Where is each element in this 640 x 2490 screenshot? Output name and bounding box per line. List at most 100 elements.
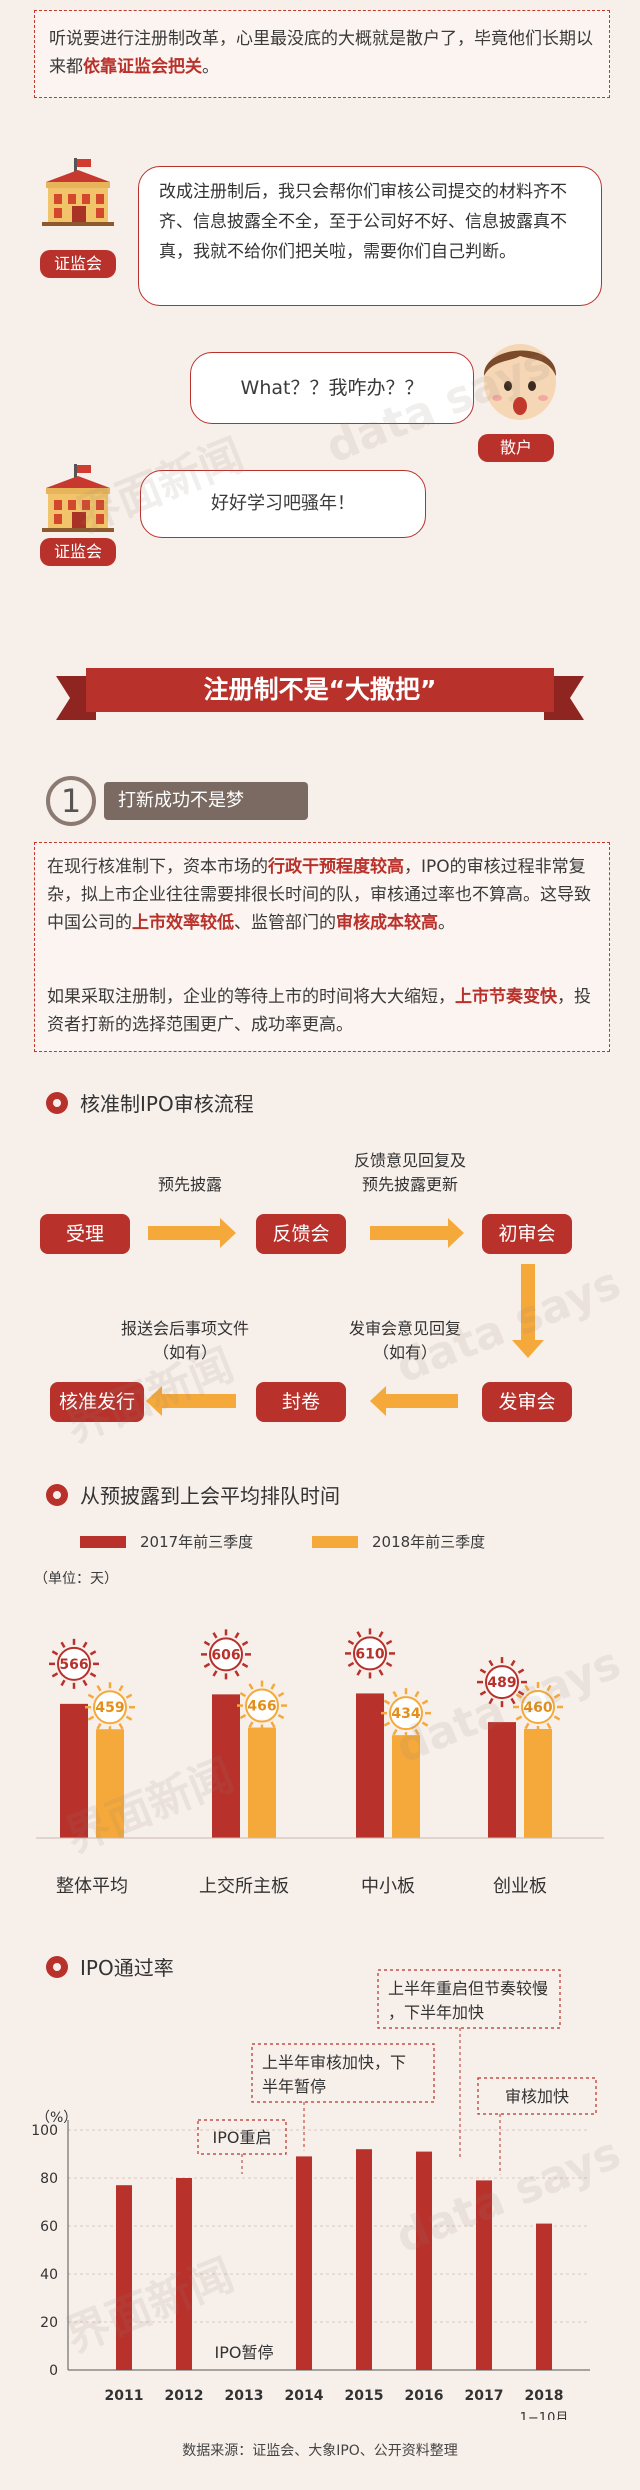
queue-badge-0-1 bbox=[209, 1637, 243, 1672]
csrc-label-2: 证监会 bbox=[40, 538, 116, 566]
annotation-2017-box bbox=[477, 2077, 597, 2115]
pass-rate-year-label-7: 2018 bbox=[525, 2388, 564, 2404]
source-note: 数据来源：证监会、大象IPO、公开资料整理 bbox=[182, 2443, 458, 2459]
pass-rate-bar-3 bbox=[296, 2156, 312, 2370]
pass-rate-year-sublabel-7: 1−10月 bbox=[520, 2411, 569, 2420]
section1-title: 打新成功不是梦 bbox=[104, 782, 308, 820]
queue-badge-ray bbox=[553, 1715, 561, 1721]
flow-arrows bbox=[146, 1218, 544, 1416]
queue-badge-ray bbox=[546, 1684, 552, 1692]
queue-category-label-1: 上交所主板 bbox=[199, 1876, 289, 1897]
legend-label-2018: 2018年前三季度 bbox=[372, 1533, 486, 1551]
queue-bar-0-3 bbox=[488, 1722, 516, 1838]
annotation-2016-line2: ，下半年加快 bbox=[388, 2003, 484, 2022]
queue-badge-ray bbox=[515, 1693, 523, 1699]
flow-step-feedback: 反馈会 bbox=[256, 1214, 346, 1254]
queue-badge-ray bbox=[270, 1721, 276, 1728]
section1-text-box: 在现行核准制下，资本市场的行政干预程度较高，IPO的审核过程非常复杂，拟上市企业… bbox=[34, 842, 610, 1052]
queue-badge-ray bbox=[203, 1640, 211, 1646]
flow-step-approve: 核准发行 bbox=[50, 1382, 144, 1422]
intro-text: 听说要进行注册制改革，心里最没底的大概就是散户了，毕竟他们长期以来都依靠证监会把… bbox=[49, 29, 593, 77]
pass-rate-ytick-label-2: 40 bbox=[40, 2267, 58, 2283]
queue-badge-ray bbox=[383, 1699, 391, 1705]
pass-rate-ytick-label-4: 80 bbox=[40, 2171, 58, 2187]
queue-data-label-0-3: 489 bbox=[487, 1675, 516, 1691]
pass-rate-year-label-0: 2011 bbox=[105, 2388, 144, 2404]
queue-badge-ray bbox=[421, 1721, 429, 1727]
pass-rate-bar-5 bbox=[416, 2151, 432, 2370]
flow-label-predisclosure: 预先披露 bbox=[157, 1175, 222, 1194]
queue-badge-ray bbox=[82, 1641, 88, 1649]
queue-badge-ray bbox=[378, 1631, 384, 1638]
investor-label: 散户 bbox=[478, 434, 554, 462]
section1-paragraph-1: 在现行核准制下，资本市场的行政干预程度较高，IPO的审核过程非常复杂，拟上市企业… bbox=[47, 853, 597, 937]
highlight-text: 行政干预程度较高 bbox=[268, 857, 404, 877]
pass-rate-bar-1 bbox=[176, 2178, 192, 2370]
queue-badge-ray bbox=[234, 1632, 240, 1639]
banner-ribbon: 注册制不是“大撒把” bbox=[56, 668, 584, 720]
queue-data-label-0-2: 610 bbox=[355, 1646, 384, 1662]
queue-data-label-0-1: 606 bbox=[211, 1647, 240, 1663]
queue-badge-1-0 bbox=[93, 1690, 127, 1725]
queue-badge-ray bbox=[212, 1632, 218, 1639]
pass-rate-year-label-3: 2014 bbox=[285, 2388, 324, 2404]
pass-rate-bar-6 bbox=[476, 2180, 492, 2370]
queue-badge-ray bbox=[347, 1639, 355, 1646]
queue-badge-ray bbox=[212, 1670, 218, 1677]
queue-badge-ray bbox=[82, 1679, 88, 1687]
queue-badge-ray bbox=[270, 1683, 276, 1690]
queue-badge-ray bbox=[356, 1631, 362, 1638]
flow-label-review-reply-1: 发审会意见回复 bbox=[348, 1319, 461, 1338]
pass-rate-title-dot bbox=[46, 1956, 68, 1978]
building-icon bbox=[42, 158, 114, 226]
annotation-2017: 审核加快 bbox=[505, 2087, 569, 2106]
queue-badge-ray bbox=[234, 1670, 240, 1677]
annotation-2014-box bbox=[251, 2043, 435, 2103]
highlight-text: 上市效率较低 bbox=[132, 913, 234, 933]
queue-badge-ray bbox=[125, 1715, 133, 1721]
building-icon bbox=[42, 464, 114, 532]
queue-chart-title: 从预披露到上会平均排队时间 bbox=[80, 1484, 340, 1508]
pass-rate-title: IPO通过率 bbox=[80, 1956, 174, 1980]
flow-label-feedback-2: 预先披露更新 bbox=[361, 1175, 458, 1194]
queue-badge-ray bbox=[51, 1672, 59, 1678]
queue-badge-ray bbox=[239, 1691, 247, 1698]
queue-badge-ray bbox=[510, 1697, 516, 1705]
investor-speech: What？？我咋办？？ bbox=[240, 377, 424, 399]
queue-badge-ray bbox=[87, 1715, 95, 1721]
queue-data-label-1-3: 460 bbox=[523, 1700, 552, 1716]
queue-badge-ray bbox=[421, 1699, 429, 1705]
queue-badge-ray bbox=[385, 1661, 393, 1668]
legend-swatch-2018 bbox=[312, 1536, 358, 1548]
queue-badge-ray bbox=[392, 1728, 398, 1736]
highlight-text: 上市节奏变快 bbox=[455, 987, 557, 1007]
queue-badge-ray bbox=[515, 1715, 523, 1721]
queue-bar-1-3 bbox=[524, 1728, 552, 1838]
queue-badge-ray bbox=[248, 1721, 254, 1728]
queue-badge-ray bbox=[96, 1684, 102, 1692]
queue-badge-ray bbox=[479, 1690, 487, 1696]
body-text: 、监管部门的 bbox=[234, 913, 336, 933]
boy-face-icon bbox=[483, 344, 557, 420]
csrc-speech-bubble-2: 好好学习吧骚年！ bbox=[140, 470, 426, 538]
pass-rate-year-label-4: 2015 bbox=[345, 2388, 384, 2404]
queue-unit-label: （单位：天） bbox=[34, 1571, 118, 1587]
csrc-avatar-2 bbox=[38, 462, 118, 542]
annotation-ipo-restart-box bbox=[197, 2119, 287, 2155]
pass-rate-bar-4 bbox=[356, 2149, 372, 2370]
queue-badge-ray bbox=[553, 1693, 561, 1699]
queue-badge-ray bbox=[60, 1679, 66, 1687]
annotation-ipo-restart: IPO重启 bbox=[213, 2128, 272, 2147]
queue-badge-ray bbox=[546, 1722, 552, 1730]
ribbon-shape bbox=[56, 668, 584, 720]
queue-badge-ray bbox=[118, 1723, 124, 1730]
flow-step-seal: 封卷 bbox=[256, 1382, 346, 1422]
queue-badge-ray bbox=[241, 1640, 249, 1646]
queue-badge-ray bbox=[96, 1723, 102, 1730]
annotation-2014-line1: 上半年审核加快，下 bbox=[262, 2053, 406, 2072]
queue-badge-ray bbox=[118, 1684, 124, 1692]
queue-badge-0-2 bbox=[353, 1636, 387, 1671]
queue-badge-ray bbox=[524, 1684, 530, 1692]
legend-swatch-2017 bbox=[80, 1536, 126, 1548]
